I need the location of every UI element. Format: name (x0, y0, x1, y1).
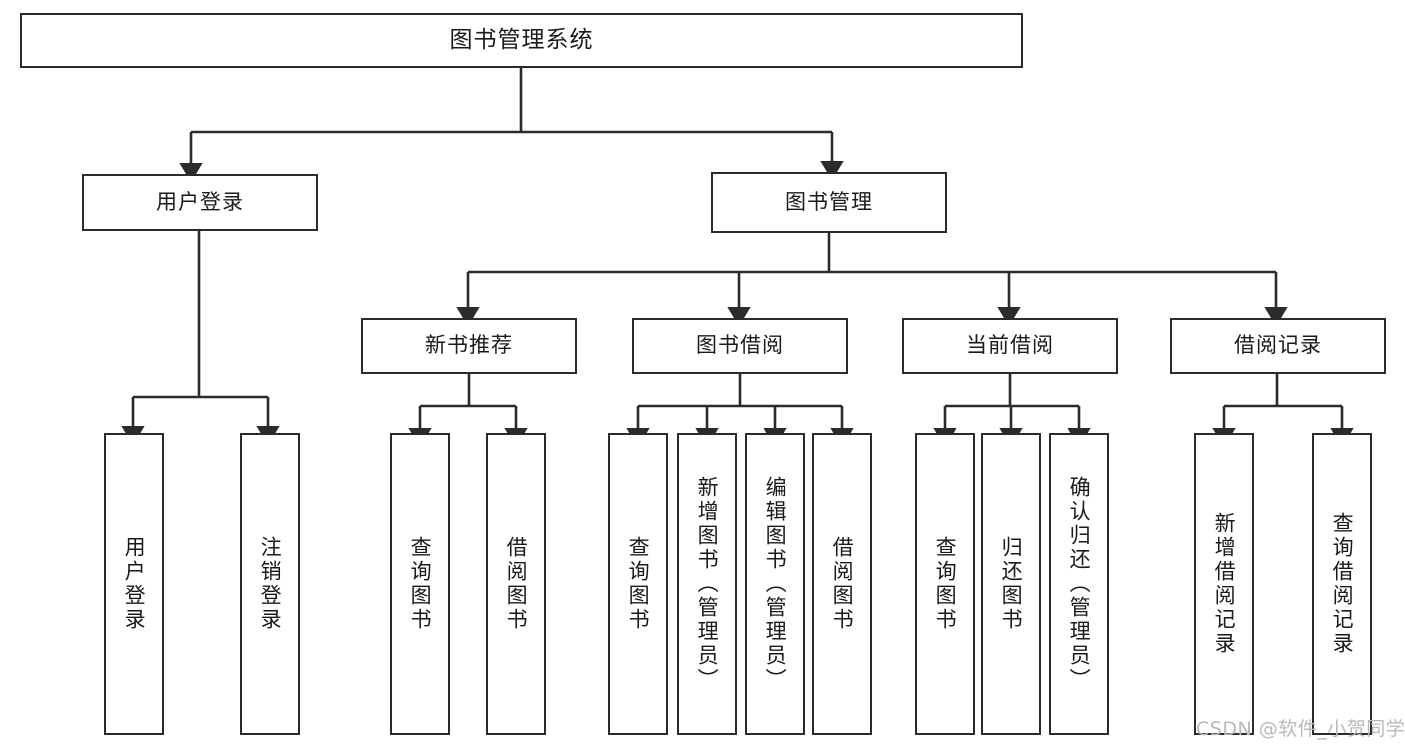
leaf-query-borrow-record-label: 查询借阅记录 (1330, 512, 1355, 656)
node-borrow-record-label: 借阅记录 (1234, 333, 1322, 358)
leaf-query-book-1-label: 查询图书 (408, 536, 433, 632)
node-book-manage-label: 图书管理 (785, 189, 873, 214)
node-borrow-record[interactable]: 借阅记录 (1170, 318, 1386, 374)
leaf-query-borrow-record[interactable]: 查询借阅记录 (1312, 433, 1372, 735)
node-user-login-label: 用户登录 (156, 189, 244, 214)
leaf-add-book-admin[interactable]: 新增图书（管理员） (677, 433, 737, 735)
leaf-user-logout-label: 注销登录 (258, 536, 283, 632)
leaf-borrow-book-2-label: 借阅图书 (830, 536, 855, 632)
leaf-user-logout[interactable]: 注销登录 (240, 433, 300, 735)
node-book-borrow-label: 图书借阅 (696, 333, 784, 358)
leaf-edit-book-admin[interactable]: 编辑图书（管理员） (745, 433, 805, 735)
node-user-login[interactable]: 用户登录 (82, 174, 318, 231)
node-book-manage[interactable]: 图书管理 (711, 172, 947, 233)
node-current-borrow[interactable]: 当前借阅 (902, 318, 1118, 374)
leaf-user-login-label: 用户登录 (122, 536, 147, 632)
leaf-borrow-book-1[interactable]: 借阅图书 (486, 433, 546, 735)
leaf-add-borrow-record-label: 新增借阅记录 (1212, 512, 1237, 656)
node-root-label: 图书管理系统 (449, 26, 594, 53)
leaf-query-book-2[interactable]: 查询图书 (608, 433, 668, 735)
leaf-add-borrow-record[interactable]: 新增借阅记录 (1194, 433, 1254, 735)
leaf-return-book[interactable]: 归还图书 (981, 433, 1041, 735)
leaf-edit-book-admin-label: 编辑图书（管理员） (763, 476, 788, 692)
leaf-user-login[interactable]: 用户登录 (104, 433, 164, 735)
node-current-borrow-label: 当前借阅 (966, 333, 1054, 358)
leaf-confirm-return-admin[interactable]: 确认归还（管理员） (1049, 433, 1109, 735)
leaf-query-book-3[interactable]: 查询图书 (915, 433, 975, 735)
leaf-query-book-3-label: 查询图书 (933, 536, 958, 632)
leaf-query-book-2-label: 查询图书 (626, 536, 651, 632)
node-new-book-recommend[interactable]: 新书推荐 (361, 318, 577, 374)
leaf-borrow-book-1-label: 借阅图书 (504, 536, 529, 632)
csdn-watermark: CSDN @软件_小贺同学 (1196, 718, 1405, 740)
node-book-borrow[interactable]: 图书借阅 (632, 318, 848, 374)
leaf-borrow-book-2[interactable]: 借阅图书 (812, 433, 872, 735)
leaf-confirm-return-admin-label: 确认归还（管理员） (1067, 476, 1092, 692)
node-new-book-recommend-label: 新书推荐 (425, 333, 513, 358)
leaf-add-book-admin-label: 新增图书（管理员） (695, 476, 720, 692)
node-root[interactable]: 图书管理系统 (20, 13, 1023, 68)
leaf-query-book-1[interactable]: 查询图书 (390, 433, 450, 735)
leaf-return-book-label: 归还图书 (999, 536, 1024, 632)
